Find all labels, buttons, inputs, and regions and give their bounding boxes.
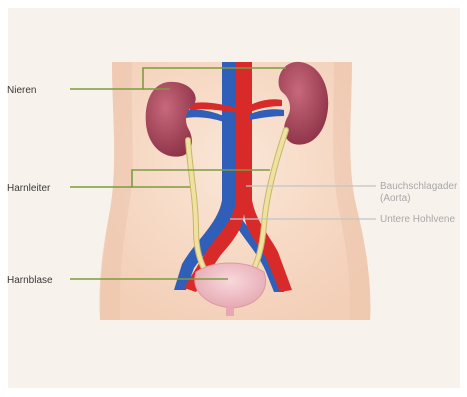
label-nieren: Nieren [7, 85, 36, 96]
urethra [226, 306, 234, 316]
label-aorta: Bauchschlagader (Aorta) [380, 181, 467, 205]
label-aorta-line2: (Aorta) [380, 193, 467, 205]
label-harnleiter: Harnleiter [7, 183, 50, 194]
label-harnblase: Harnblase [7, 275, 53, 286]
label-aorta-line1: Bauchschlagader [380, 181, 467, 193]
label-hohlvene: Untere Hohlvene [380, 214, 467, 226]
